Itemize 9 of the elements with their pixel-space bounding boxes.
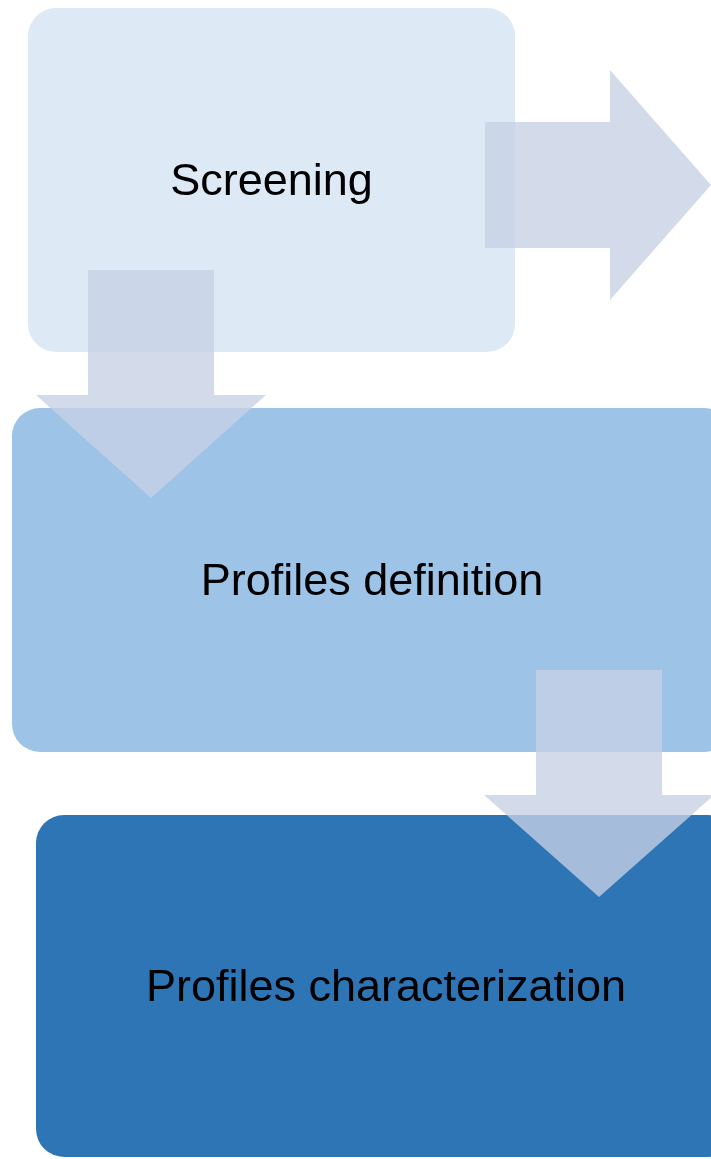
block-arrow	[485, 70, 711, 300]
step-label: Profiles characterization	[145, 958, 627, 1013]
step-label: Profiles definition	[200, 552, 544, 607]
process-box	[28, 8, 515, 352]
process-box	[36, 815, 711, 1157]
process-box	[12, 408, 711, 752]
step-label: Screening	[170, 152, 373, 207]
block-arrow	[484, 670, 711, 897]
block-arrow	[36, 270, 266, 498]
